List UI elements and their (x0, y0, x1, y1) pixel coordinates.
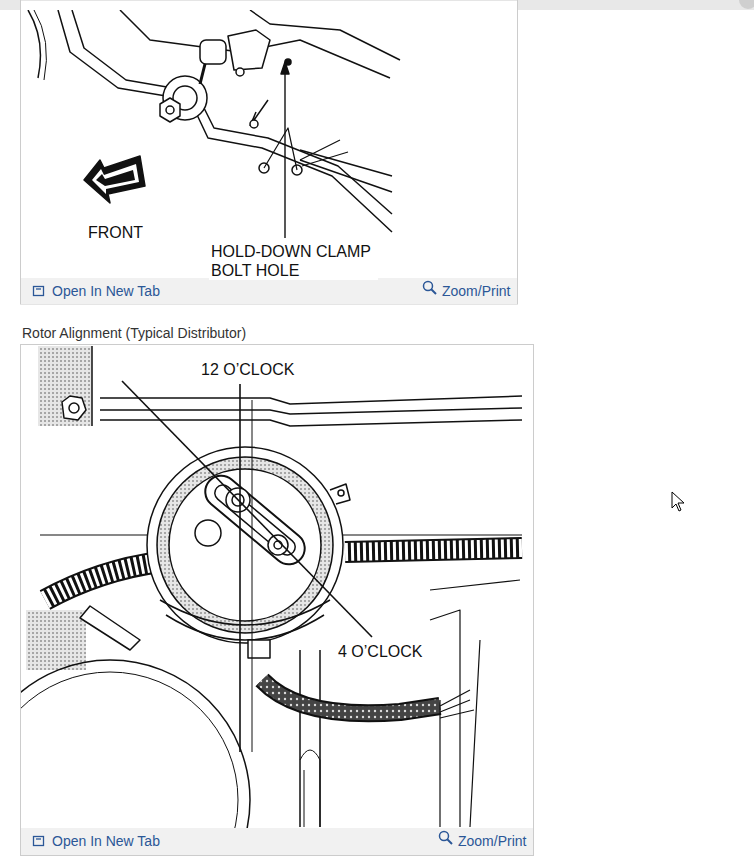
link-text: Open In New Tab (50, 283, 162, 299)
figure-caption: Rotor Alignment (Typical Distributor) (20, 325, 248, 341)
link-text: Zoom/Print (456, 833, 528, 849)
direction-label: FRONT (86, 224, 145, 242)
callout-label: 12 O’CLOCK (199, 361, 296, 379)
link-text: Open In New Tab (50, 833, 162, 849)
link-text: Zoom/Print (440, 283, 512, 299)
callout-label: 4 O’CLOCK (336, 643, 424, 661)
callout-label: HOLD-DOWN CLAMP BOLT HOLE (209, 242, 378, 280)
